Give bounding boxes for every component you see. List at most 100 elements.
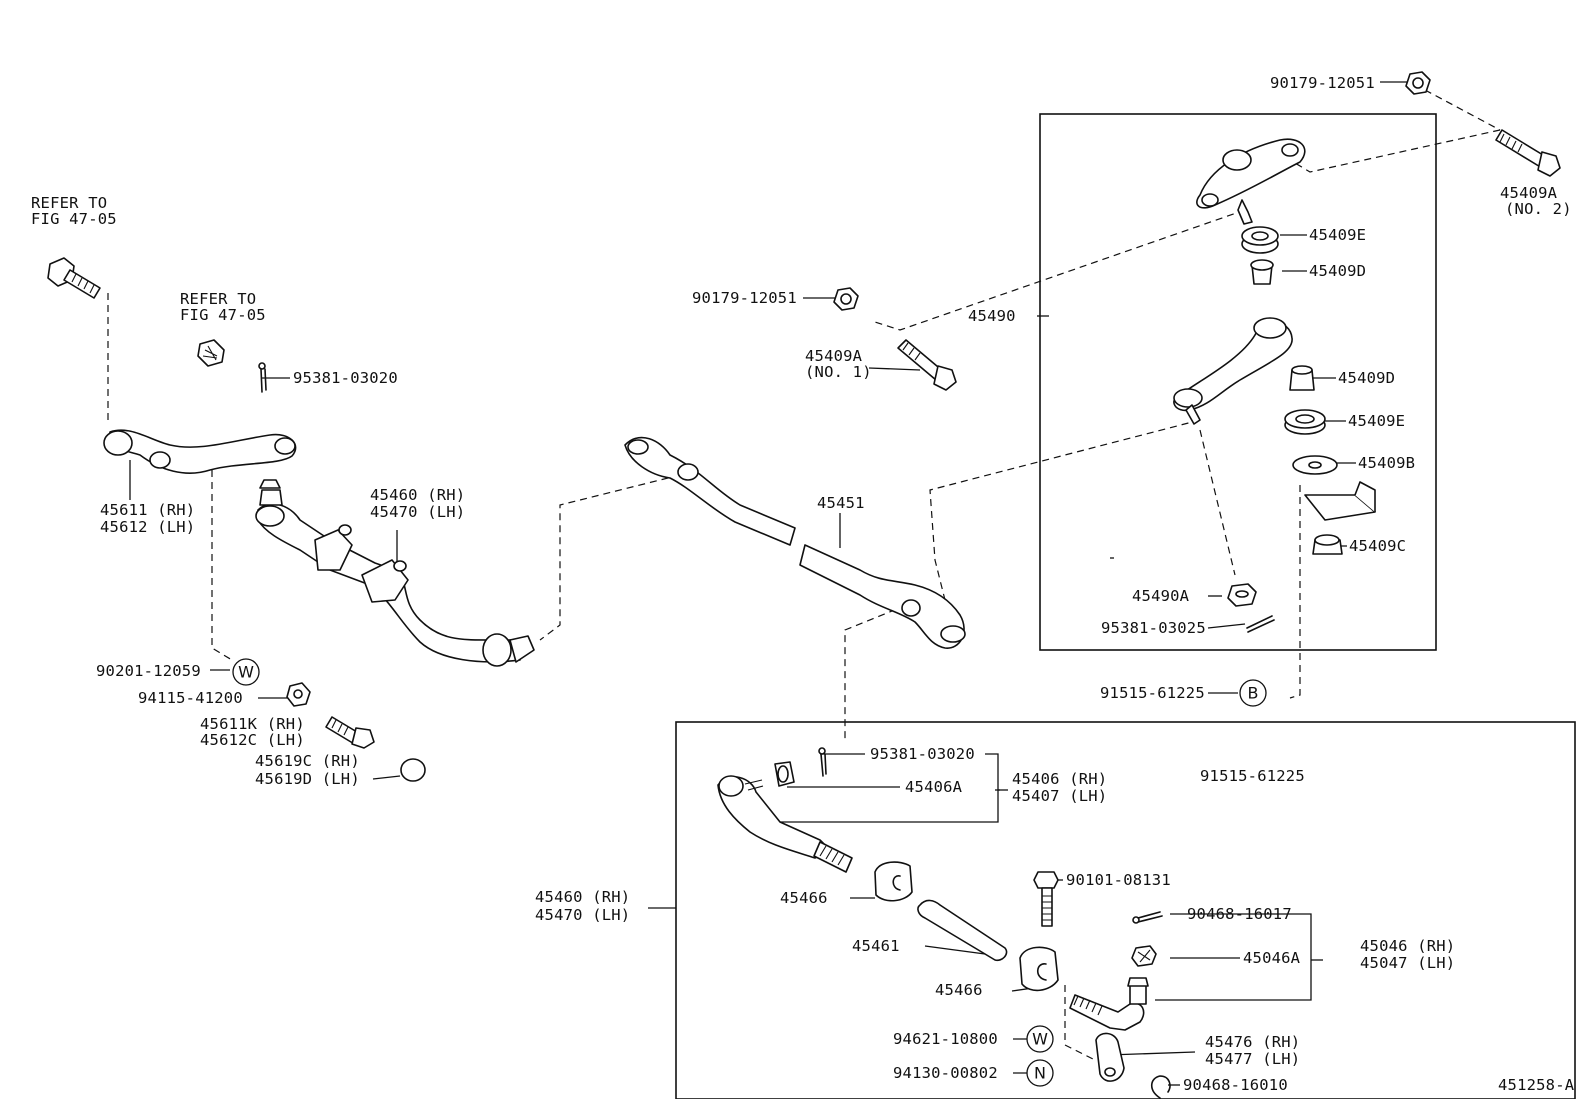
label-45409A-no1: 45409A — [805, 347, 863, 365]
label-45409E-1: 45409E — [1309, 226, 1366, 244]
refer-label-1a: REFER TO — [31, 194, 107, 212]
label-45407: 45407 (LH) — [1012, 787, 1107, 805]
label-90179-mid: 90179-12051 — [692, 289, 797, 307]
nut-45406A — [774, 761, 795, 787]
label-45466-1: 45466 — [780, 889, 828, 907]
symbol-n: N — [1026, 1059, 1054, 1087]
svg-text:N: N — [1034, 1064, 1046, 1083]
cotter-pin-95381-left — [258, 362, 267, 393]
label-45461: 45461 — [852, 937, 900, 955]
label-45409D-2: 45409D — [1338, 369, 1395, 387]
label-45470-box: 45470 (LH) — [535, 906, 630, 924]
nut-90179-mid — [833, 287, 859, 311]
relay-rod-45451 — [624, 436, 966, 649]
leader-lines — [129, 81, 1408, 1086]
cap-45619C — [400, 758, 426, 782]
nut-90179-top — [1405, 71, 1431, 95]
label-94130: 94130-00802 — [893, 1064, 998, 1082]
label-95381-box: 95381-03020 — [870, 745, 975, 763]
svg-text:W: W — [238, 663, 254, 682]
label-45466-2: 45466 — [935, 981, 983, 999]
label-45470-top: 45470 (LH) — [370, 503, 465, 521]
idler-arm-group-box — [1039, 113, 1437, 651]
label-45046: 45046 (RH) — [1360, 937, 1455, 955]
label-90468-16010: 90468-16010 — [1183, 1076, 1288, 1094]
label-45409A-no2: 45409A — [1500, 184, 1558, 202]
cotter-pin-90468-16017 — [1132, 911, 1163, 924]
bracket-plate — [1304, 481, 1376, 521]
refer-label-1b: FIG 47-05 — [31, 210, 117, 228]
tie-rod-end-45406 — [717, 775, 853, 873]
part-drawings — [47, 71, 1561, 1099]
svg-text:W: W — [1032, 1030, 1048, 1049]
bushing-45409E-lower — [1284, 409, 1326, 435]
bushing-45409D-lower — [1289, 365, 1315, 391]
label-45406A: 45406A — [905, 778, 963, 796]
clamp-45466-2 — [1019, 946, 1059, 992]
label-95381-left: 95381-03020 — [293, 369, 398, 387]
label-45477: 45477 (LH) — [1205, 1050, 1300, 1068]
label-45612C: 45612C (LH) — [200, 731, 305, 749]
bushing-45409E-upper — [1241, 226, 1279, 254]
label-94115: 94115-41200 — [138, 689, 243, 707]
assembly-lines — [107, 89, 1501, 1061]
label-45612: 45612 (LH) — [100, 518, 195, 536]
idler-bracket — [1196, 138, 1306, 225]
label-45619C: 45619C (RH) — [255, 752, 360, 770]
nut-94115 — [286, 682, 311, 707]
label-45409A-no1-b: (NO. 1) — [805, 363, 872, 381]
tie-rod-group-box — [675, 721, 1576, 1099]
knuckle-arm-45611 — [103, 429, 297, 474]
label-45490A: 45490A — [1132, 587, 1190, 605]
label-95381-03025: 95381-03025 — [1101, 619, 1206, 637]
nut-45046A — [1131, 945, 1157, 967]
bolt-90101 — [1033, 871, 1059, 927]
bolt-45611K — [325, 716, 375, 749]
label-45619D: 45619D (LH) — [255, 770, 360, 788]
cotter-pin-95381-box — [818, 747, 827, 777]
symbol-w-left: W — [232, 658, 260, 686]
refer-label-2a: REFER TO — [180, 290, 256, 308]
label-45409E-2: 45409E — [1348, 412, 1405, 430]
label-45476: 45476 (RH) — [1205, 1033, 1300, 1051]
label-91515-box: 91515-61225 — [1200, 767, 1305, 785]
label-91515-b: 91515-61225 — [1100, 684, 1205, 702]
nut-45490A — [1227, 583, 1257, 607]
idler-arm-45490 — [1173, 317, 1293, 425]
clip-90468-16010 — [1150, 1075, 1171, 1099]
tie-rod-assembly-top — [255, 479, 535, 667]
label-90179-top: 90179-12051 — [1270, 74, 1375, 92]
bracket-45476 — [1095, 1032, 1125, 1082]
label-90201: 90201-12059 — [96, 662, 201, 680]
label-45409A-no2-b: (NO. 2) — [1505, 200, 1572, 218]
bolt-45409A-no1 — [897, 339, 957, 391]
tube-45461 — [917, 899, 1008, 962]
label-45409D-1: 45409D — [1309, 262, 1366, 280]
tie-rod-end-45046 — [1069, 977, 1149, 1031]
symbol-w-box: W — [1026, 1025, 1054, 1053]
label-45611: 45611 (RH) — [100, 501, 195, 519]
label-94621: 94621-10800 — [893, 1030, 998, 1048]
bolt-45409A-no2 — [1495, 129, 1561, 177]
bolt-refer-fig — [47, 257, 101, 299]
washer-45409B — [1292, 455, 1338, 475]
label-45460-top: 45460 (RH) — [370, 486, 465, 504]
svg-text:B: B — [1248, 684, 1259, 703]
label-45611K: 45611K (RH) — [200, 715, 305, 733]
part-labels: REFER TO FIG 47-05 REFER TO FIG 47-05 90… — [31, 74, 1575, 1094]
refer-label-2b: FIG 47-05 — [180, 306, 266, 324]
label-45047: 45047 (LH) — [1360, 954, 1455, 972]
nut-45409C — [1312, 534, 1343, 555]
label-90101: 90101-08131 — [1066, 871, 1171, 889]
figure-code: 451258-A — [1498, 1076, 1575, 1094]
label-45046A: 45046A — [1243, 949, 1301, 967]
label-45451: 45451 — [817, 494, 865, 512]
label-90468-16017: 90468-16017 — [1187, 905, 1292, 923]
label-45406: 45406 (RH) — [1012, 770, 1107, 788]
cotter-pin-95381-03025 — [1246, 615, 1275, 633]
label-45460-box: 45460 (RH) — [535, 888, 630, 906]
bushing-45409D-upper — [1250, 259, 1274, 285]
symbol-b: B — [1239, 679, 1267, 707]
